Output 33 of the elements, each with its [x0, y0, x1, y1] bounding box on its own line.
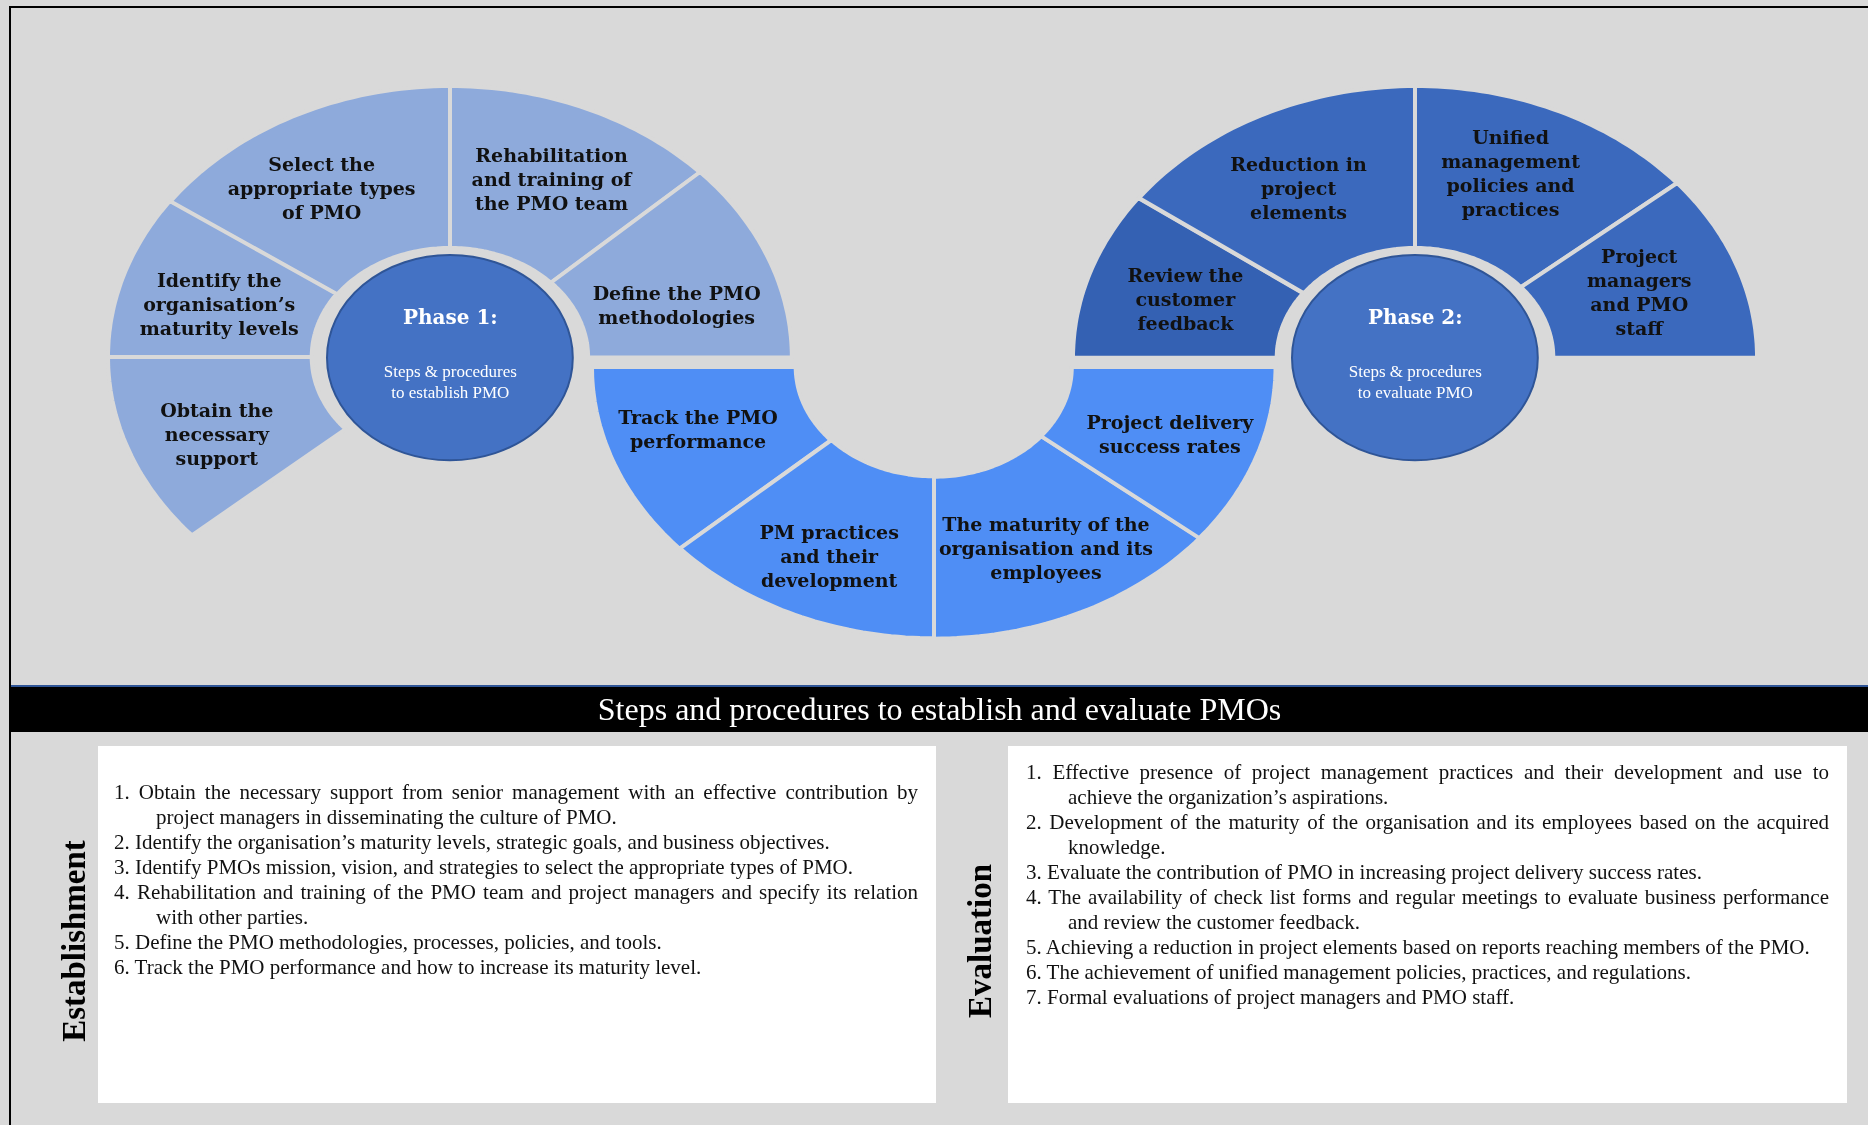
segment-label: Rehabilitation and training of the PMO team — [470, 142, 634, 215]
phase-description: Steps & procedures to establish PMO — [382, 361, 518, 404]
list-item: 6. The achievement of unified management policies, practices, and regulations. — [1026, 960, 1692, 985]
list-item: 7. Formal evaluations of project managers and PMO staff. — [1026, 985, 1516, 1010]
phase-title: Phase 2: — [1367, 305, 1463, 330]
segment-label: Track the PMO performance — [617, 404, 779, 453]
segment-label: Project delivery success rates — [1085, 409, 1255, 458]
list-item: 3. Identify PMOs mission, vision, and strategies to select the appropriate types of PMO. — [114, 855, 854, 880]
segment-label: Unified management policies and practices — [1440, 124, 1581, 221]
segment-label: Select the appropriate types of PMO — [226, 152, 417, 225]
list-item: 5. Achieving a reduction in project elements based on reports reaching members of the PMO. — [1026, 935, 1811, 960]
list-item: 5. Define the PMO methodologies, processes, policies, and tools. — [114, 930, 663, 955]
list-item: 6. Track the PMO performance and how to increase its maturity level. — [114, 955, 703, 980]
segment-label: The maturity of the organisation and its employees — [938, 512, 1154, 584]
segment-label: Project managers and PMO staff — [1585, 243, 1693, 340]
title-banner: Steps and procedures to establish and evaluate PMOs — [11, 685, 1868, 732]
segment-label: Review the customer feedback — [1126, 263, 1245, 335]
section-heading: Evaluation — [961, 864, 999, 1018]
list-item: 4. The availability of check list forms and regular meetings to evaluate business performance and review the customer feedback. — [1026, 885, 1829, 935]
list-item: 3. Evaluate the contribution of PMO in increasing project delivery success rates. — [1026, 860, 1703, 885]
list-item: 1. Obtain the necessary support from senior management with an effective contribution by project managers in disseminating the culture of PMO. — [114, 780, 918, 830]
segment-label: PM practices and their development — [758, 520, 900, 593]
list-item: 2. Identify the organisation’s maturity levels, strategic goals, and business objectives. — [114, 830, 831, 855]
section-heading: Establishment — [55, 840, 93, 1042]
segment-label: Identify the organisation’s maturity levels — [138, 267, 300, 340]
segment-label: Reduction in project elements — [1229, 152, 1368, 225]
phase-description: Steps & procedures to evaluate PMO — [1347, 361, 1483, 404]
list-item: 4. Rehabilitation and training of the PMO team and project managers and specify its relation with other parties. — [114, 880, 918, 930]
segment-label: Define the PMO methodologies — [591, 280, 762, 329]
segment-label: Obtain the necessary support — [159, 397, 275, 470]
list-item: 2. Development of the maturity of the organisation and its employees based on the acquired knowledge. — [1026, 810, 1829, 860]
list-item: 1. Effective presence of project management practices and their development and use to achieve the organization’s aspirations. — [1026, 760, 1829, 810]
phase-title: Phase 1: — [402, 305, 498, 330]
